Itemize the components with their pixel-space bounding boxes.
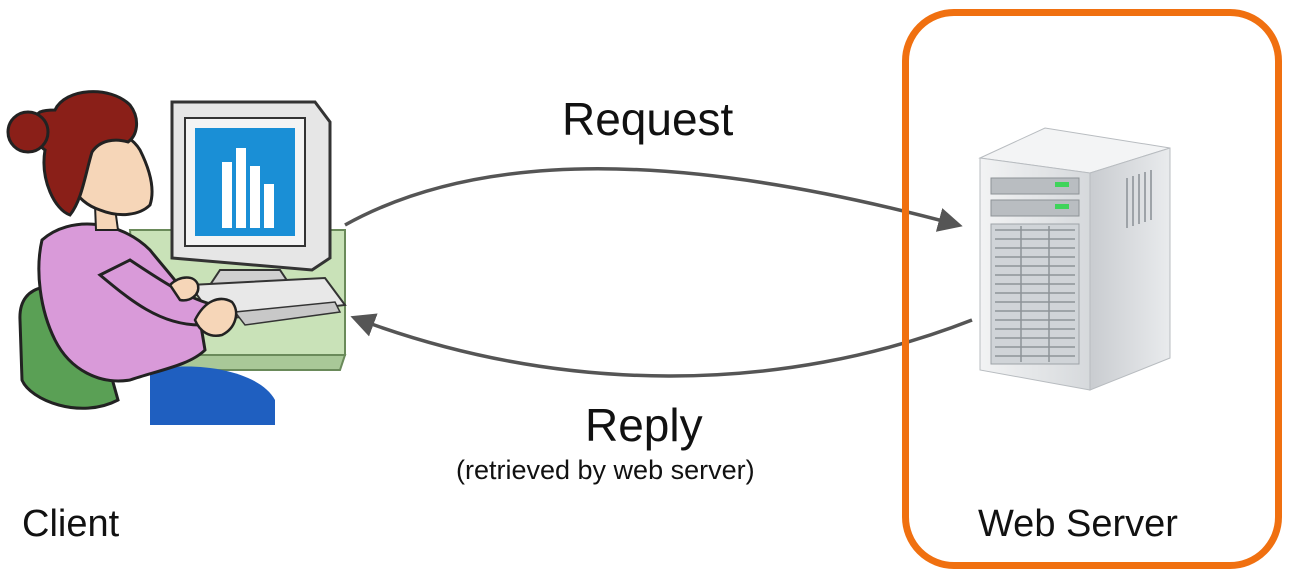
reply-label: Reply: [585, 399, 703, 451]
web-server-label: Web Server: [978, 503, 1178, 545]
server-tower-icon: [978, 127, 1171, 391]
request-label: Request: [562, 93, 734, 145]
person-at-computer-icon: [6, 90, 347, 425]
server-highlight-frame: [902, 9, 1282, 569]
client-label: Client: [22, 503, 120, 545]
reply-note-label: (retrieved by web server): [456, 455, 755, 485]
